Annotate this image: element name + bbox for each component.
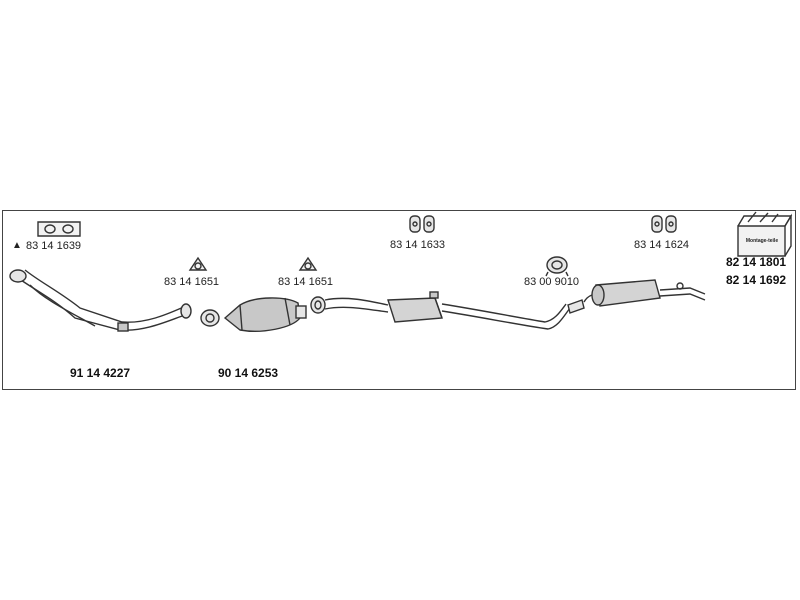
flange-ring-right [310, 296, 326, 314]
mounting-kit-box-icon [737, 211, 793, 257]
part-label-rubber-mount-right: 83 14 1624 [634, 239, 690, 251]
kit-box-text: Montage-teile [745, 238, 779, 244]
flange-ring-left [200, 309, 220, 327]
middle-silencer-icon [387, 291, 443, 323]
part-label-catalyst: 90 14 6253 [218, 366, 279, 380]
center-pipe [324, 297, 389, 313]
mount-a-icon [188, 256, 208, 271]
part-label-kit-1: 82 14 1801 [726, 255, 787, 269]
warning-icon: ▲ [12, 240, 22, 251]
rubber-mount-center-icon [409, 215, 435, 233]
rear-silencer-icon [567, 279, 706, 314]
part-label-gasket: 83 14 1639 [26, 240, 82, 252]
catalyst-icon [223, 297, 307, 332]
part-label-clamp-ring: 83 00 9010 [524, 276, 580, 288]
diagram-frame [2, 210, 796, 390]
part-label-rubber-mount-center: 83 14 1633 [390, 239, 446, 251]
part-label-kit-2: 82 14 1692 [726, 273, 787, 287]
clamp-ring-icon [545, 256, 569, 277]
gasket-icon [37, 221, 81, 237]
front-pipe [9, 269, 192, 332]
part-label-front-pipe: 91 14 4227 [70, 366, 131, 380]
rubber-mount-right-icon [651, 215, 677, 233]
part-label-mount-b: 83 14 1651 [278, 276, 334, 288]
mount-b-icon [298, 256, 318, 271]
rear-pipe [441, 303, 571, 330]
part-label-mount-a: 83 14 1651 [164, 276, 220, 288]
